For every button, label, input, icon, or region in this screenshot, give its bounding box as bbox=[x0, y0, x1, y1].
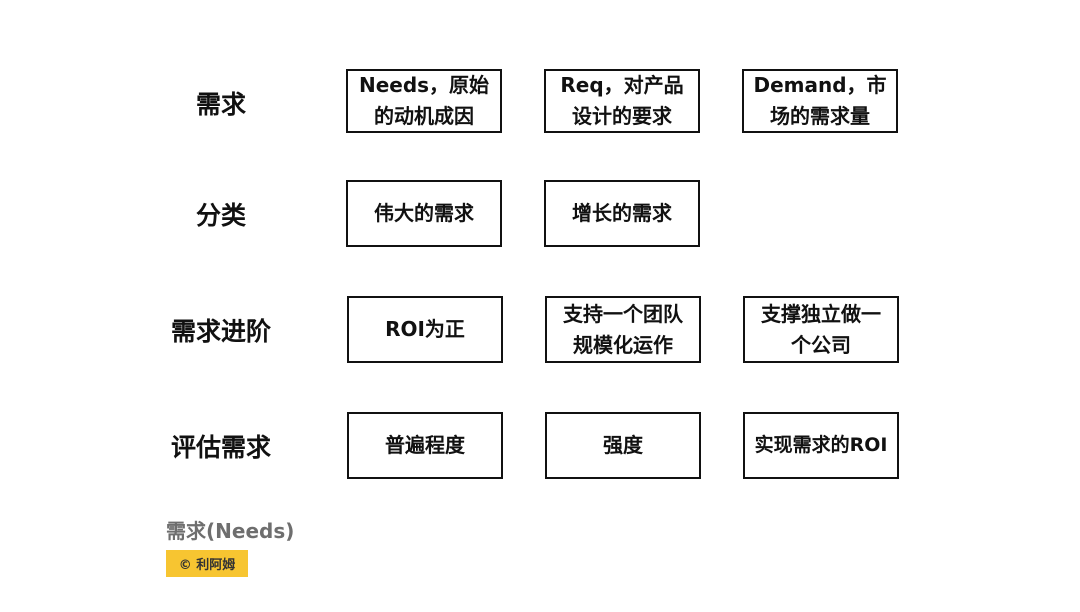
box-text: Req，对产品 设计的要求 bbox=[560, 73, 684, 128]
box-text: Needs，原始 的动机成因 bbox=[358, 73, 490, 128]
box-great-need: 伟大的需求 bbox=[346, 180, 502, 247]
box-prevalence: 普遍程度 bbox=[347, 412, 503, 479]
box-text: 增长的需求 bbox=[572, 201, 672, 225]
box-req-design: Req，对产品 设计的要求 bbox=[544, 69, 700, 133]
box-text: 伟大的需求 bbox=[374, 201, 474, 225]
box-growth-need: 增长的需求 bbox=[544, 180, 700, 247]
box-needs-origin: Needs，原始 的动机成因 bbox=[346, 69, 502, 133]
box-text: 支持一个团队 规模化运作 bbox=[563, 301, 683, 357]
box-intensity: 强度 bbox=[545, 412, 701, 479]
box-roi-positive: ROI为正 bbox=[347, 296, 503, 363]
figure-caption: 需求(Needs) bbox=[166, 519, 295, 543]
box-roi-of-need: 实现需求的ROI bbox=[743, 412, 899, 479]
box-independent-company: 支撑独立做一 个公司 bbox=[743, 296, 899, 363]
box-text: 普遍程度 bbox=[385, 433, 465, 457]
row-label-advanced: 需求进阶 bbox=[170, 317, 271, 346]
author-credit-badge: © 利阿姆 bbox=[166, 550, 248, 577]
box-text: 强度 bbox=[603, 433, 643, 457]
box-text: 支撑独立做一 个公司 bbox=[761, 301, 881, 357]
box-text: Demand，市 场的需求量 bbox=[753, 73, 887, 128]
box-demand-market: Demand，市 场的需求量 bbox=[742, 69, 898, 133]
row-label-needs: 需求 bbox=[195, 90, 246, 119]
row-label-evaluate: 评估需求 bbox=[170, 433, 271, 462]
row-label-category: 分类 bbox=[195, 201, 246, 230]
box-text: ROI为正 bbox=[385, 317, 465, 341]
box-text: 实现需求的ROI bbox=[754, 434, 888, 456]
box-team-scale: 支持一个团队 规模化运作 bbox=[545, 296, 701, 363]
